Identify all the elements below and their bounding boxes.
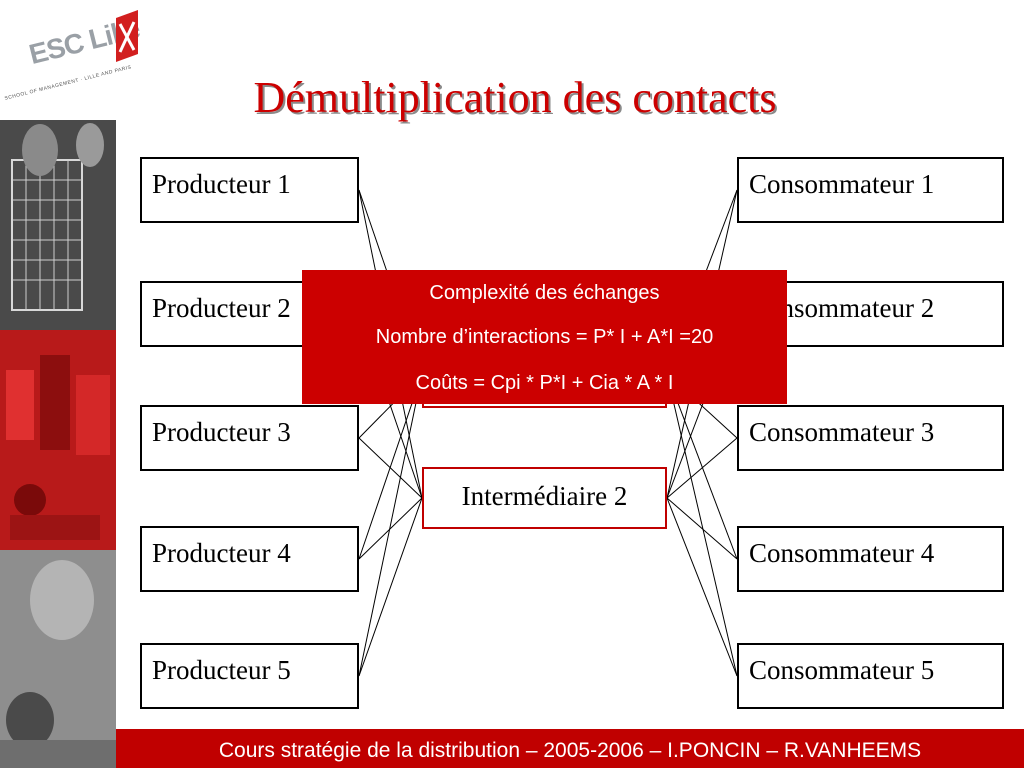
link-consumer-4-intermediary-1 xyxy=(666,373,738,560)
producer-node-4: Producteur 4 xyxy=(140,526,359,592)
school-logo: ESC Lille SCHOOL OF MANAGEMENT · LILLE A… xyxy=(0,0,143,120)
exchange-complexity-box: Complexité des échanges Nombre d’interac… xyxy=(302,270,787,404)
link-consumer-4-intermediary-2 xyxy=(666,497,738,560)
info-complexity-heading: Complexité des échanges xyxy=(429,282,660,304)
left-decorative-strip: ESC Lille SCHOOL OF MANAGEMENT · LILLE A… xyxy=(0,0,143,768)
info-cost-formula: Coûts = Cpi * P*I + Cia * A * I xyxy=(415,372,674,394)
logo-red-flag-mark xyxy=(116,10,138,62)
slide-title: Démultiplication des contacts xyxy=(253,73,777,122)
link-producer-4-intermediary-2 xyxy=(358,497,423,560)
info-interactions-formula: Nombre d’interactions = P* I + A*I =20 xyxy=(375,326,714,348)
producer-node-1: Producteur 1 xyxy=(140,157,359,223)
intermediary-node-2: Intermédiaire 2 xyxy=(422,467,667,529)
link-consumer-3-intermediary-2 xyxy=(666,437,738,499)
link-consumer-5-intermediary-2 xyxy=(666,497,738,677)
producer-node-3: Producteur 3 xyxy=(140,405,359,471)
consumer-node-5: Consommateur 5 xyxy=(737,643,1004,709)
footer-bar: Cours stratégie de la distribution – 200… xyxy=(116,729,1024,768)
consumer-node-4: Consommateur 4 xyxy=(737,526,1004,592)
producer-node-5: Producteur 5 xyxy=(140,643,359,709)
link-producer-5-intermediary-2 xyxy=(358,497,423,677)
consumer-node-1: Consommateur 1 xyxy=(737,157,1004,223)
consumer-node-3: Consommateur 3 xyxy=(737,405,1004,471)
photo-collage-image xyxy=(0,120,116,768)
link-producer-4-intermediary-1 xyxy=(358,373,423,560)
link-consumer-5-intermediary-1 xyxy=(666,373,738,677)
link-producer-5-intermediary-1 xyxy=(358,373,423,677)
